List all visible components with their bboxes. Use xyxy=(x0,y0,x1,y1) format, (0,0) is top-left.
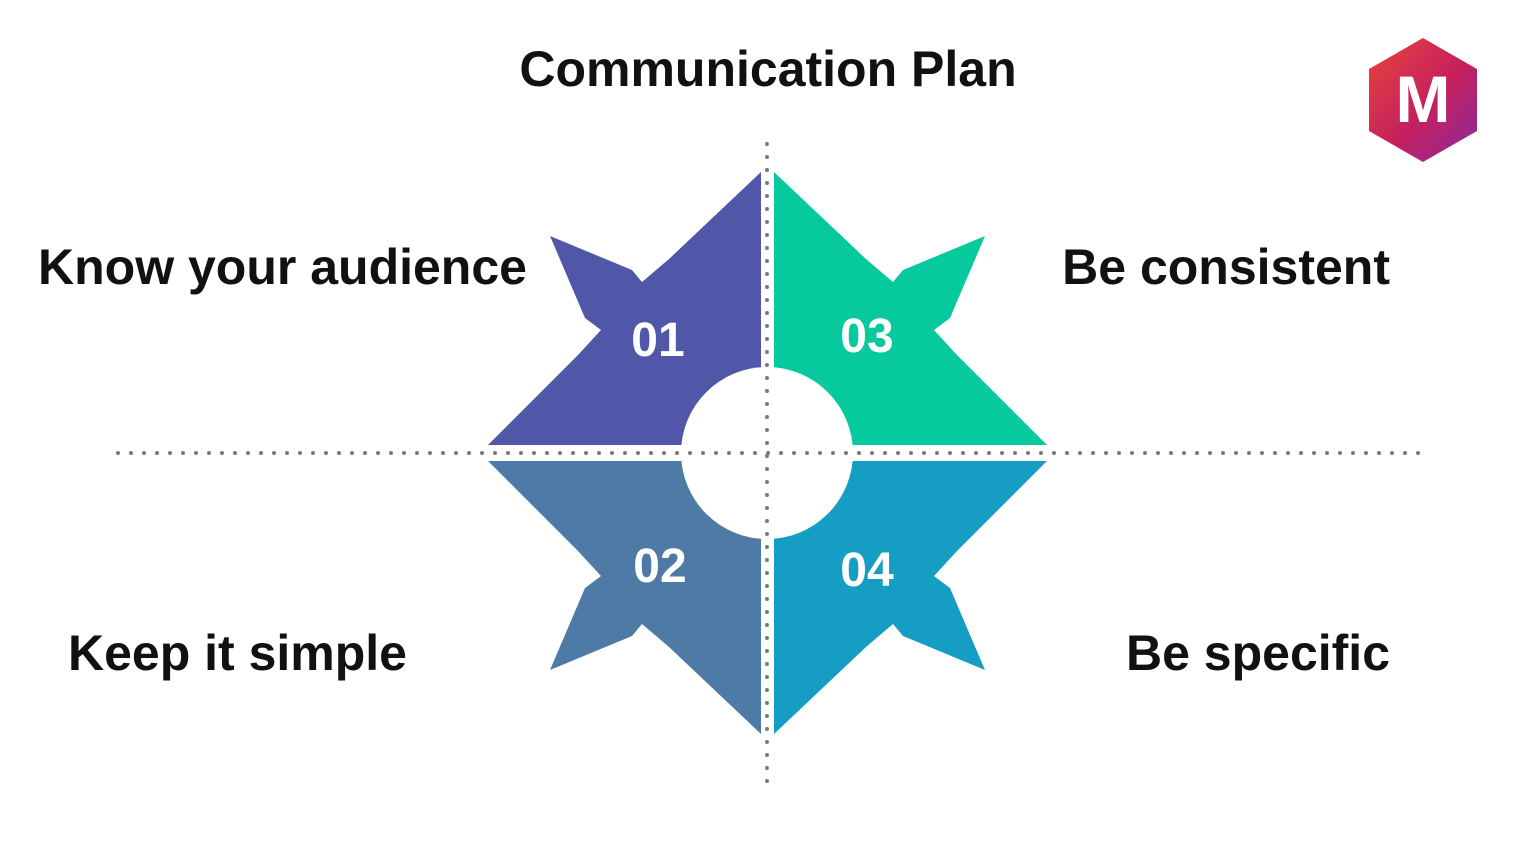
step-3-label: Be consistent xyxy=(1062,239,1390,295)
step-1-label: Know your audience xyxy=(38,239,527,295)
step-4-label: Be specific xyxy=(1125,625,1390,681)
diagram-title: Communication Plan xyxy=(519,41,1017,97)
arrow-quadrant-1 xyxy=(488,172,761,445)
step-2-number: 02 xyxy=(633,540,686,593)
brand-logo: M xyxy=(1369,38,1477,162)
step-3-number: 03 xyxy=(840,310,893,363)
logo-letter: M xyxy=(1396,62,1451,136)
step-4-number: 04 xyxy=(840,544,894,597)
arrow-quadrant-4 xyxy=(774,461,1047,734)
arrow-quadrant-3 xyxy=(774,172,1047,445)
arrow-quadrant-2 xyxy=(488,461,761,734)
step-2-label: Keep it simple xyxy=(68,625,407,681)
step-1-number: 01 xyxy=(631,314,684,367)
